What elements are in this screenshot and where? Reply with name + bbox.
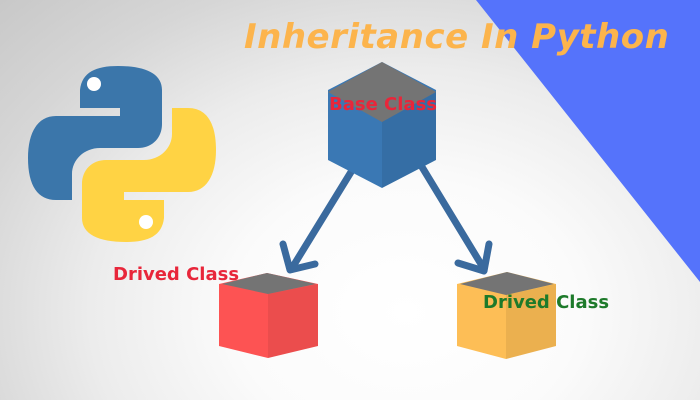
- left-cube-top: [222, 273, 316, 294]
- arrow-to-right-child: [418, 163, 493, 275]
- left-cube-body: [219, 273, 318, 358]
- corner-triangle: [476, 0, 700, 282]
- right-derived-class-label: Drived Class: [483, 292, 610, 313]
- right-cube-top: [460, 272, 554, 295]
- inheritance-arrows: [279, 163, 493, 275]
- left-derived-cube: [219, 273, 318, 358]
- python-logo-eye-bottom: [139, 215, 153, 229]
- python-logo-eye-top: [87, 77, 101, 91]
- base-class-label: Base Class: [329, 94, 438, 115]
- right-cube-body: [457, 272, 556, 359]
- python-logo-icon: [28, 66, 216, 242]
- base-class-cube: [328, 62, 436, 188]
- python-logo-blue-snake: [28, 66, 162, 200]
- right-derived-cube: [457, 272, 556, 359]
- right-cube-right-shade: [506, 284, 556, 359]
- page-title: Inheritance In Python: [244, 17, 670, 57]
- left-cube-right-shade: [268, 284, 318, 358]
- left-derived-class-label: Drived Class: [113, 264, 240, 285]
- arrow-to-left-child: [279, 168, 355, 274]
- base-cube-top: [328, 62, 436, 122]
- base-cube-right-shade: [382, 92, 436, 188]
- python-logo-yellow-snake: [82, 108, 216, 242]
